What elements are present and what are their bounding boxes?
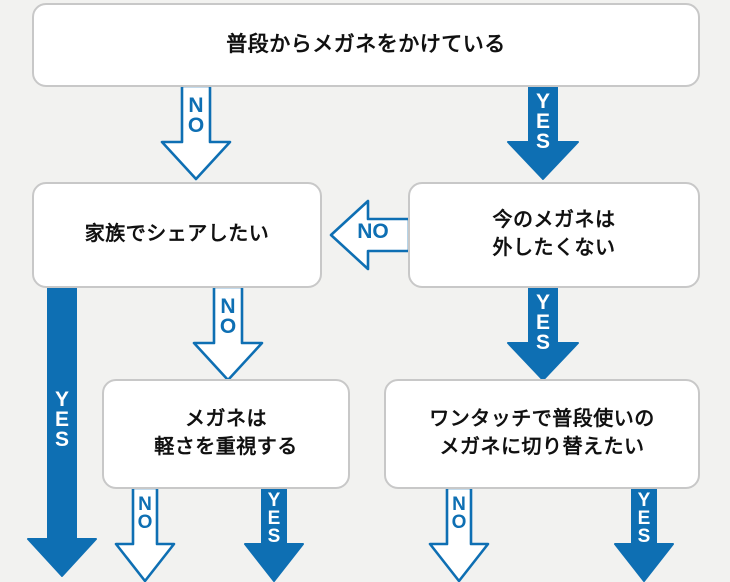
node-keep-current-glasses[interactable]: 今のメガネは 外したくない [408, 182, 700, 288]
arrow-switch-no[interactable] [428, 486, 490, 582]
arrow-share-no[interactable] [192, 285, 264, 382]
arrow-top-yes[interactable] [506, 85, 580, 180]
node-lightweight-priority[interactable]: メガネは 軽さを重視する [102, 379, 350, 489]
node-one-touch-switch-label: ワンタッチで普段使いの メガネに切り替えたい [429, 408, 655, 458]
node-everyday-glasses[interactable]: 普段からメガネをかけている [32, 3, 700, 87]
arrow-top-no[interactable] [160, 84, 232, 181]
node-everyday-glasses-label: 普段からメガネをかけている [226, 32, 506, 56]
arrow-share-yes[interactable] [26, 286, 98, 577]
arrow-light-yes[interactable] [243, 487, 305, 582]
arrow-light-no[interactable] [114, 486, 176, 582]
arrow-keep-yes[interactable] [506, 286, 580, 381]
arrow-switch-yes[interactable] [613, 487, 675, 582]
node-family-share[interactable]: 家族でシェアしたい [32, 182, 322, 288]
node-family-share-label: 家族でシェアしたい [84, 223, 270, 246]
node-keep-current-glasses-label: 今のメガネは 外したくない [492, 209, 616, 259]
node-lightweight-priority-label: メガネは 軽さを重視する [154, 408, 298, 458]
arrow-keep-no[interactable] [329, 199, 411, 271]
node-one-touch-switch[interactable]: ワンタッチで普段使いの メガネに切り替えたい [384, 379, 700, 489]
